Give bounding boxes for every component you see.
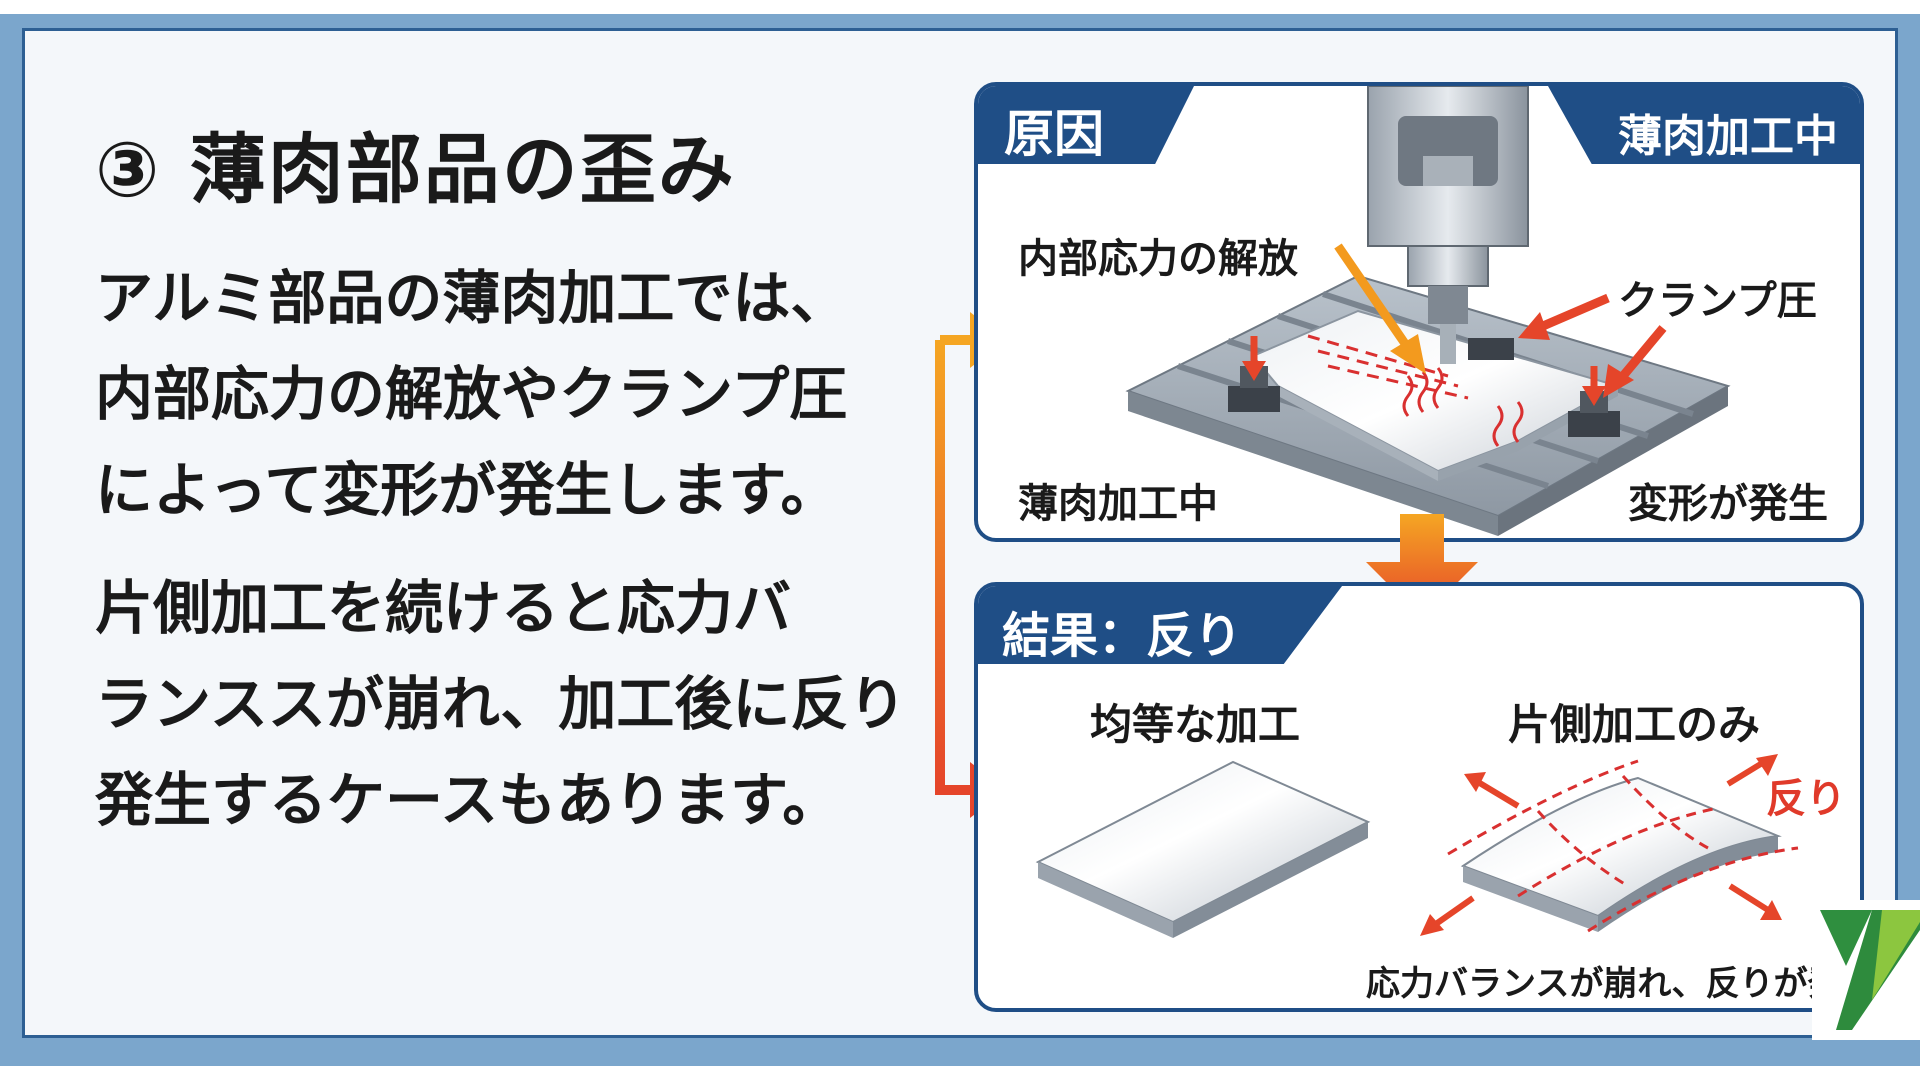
one-side-machining-label: 片側加工のみ bbox=[1508, 700, 1761, 749]
result-panel: 結果：反り 均等な加工 片側加工のみ 反り 応力バランスが崩れ、反りが発 bbox=[974, 582, 1864, 1012]
stress-release-arrow bbox=[1334, 243, 1426, 374]
cause-panel: 原因 薄肉加工中 bbox=[974, 82, 1864, 542]
warped-plate bbox=[1447, 759, 1799, 933]
cause-tab: 原因 bbox=[978, 86, 1194, 164]
clamp-pressure-label: クランプ圧 bbox=[1618, 278, 1817, 324]
result-tab: 結果：反り bbox=[978, 586, 1343, 664]
plates-illustration bbox=[1035, 754, 1799, 938]
warp-arrows bbox=[1420, 754, 1782, 936]
clamp-pressure-arrow-1 bbox=[1518, 293, 1610, 340]
clamp-pressure-arrow-2 bbox=[1603, 325, 1667, 398]
warp-label: 反り bbox=[1766, 776, 1846, 822]
machining-illustration bbox=[1125, 86, 1731, 536]
slide-title: ③ 薄肉部品の歪み bbox=[95, 125, 736, 214]
spindle bbox=[1367, 86, 1529, 364]
flat-plate bbox=[1035, 760, 1371, 938]
processing-tab: 薄肉加工中 bbox=[1548, 86, 1860, 164]
result-caption: 応力バランスが崩れ、反りが発 bbox=[1366, 964, 1842, 1004]
deformation-label: 変形が発生 bbox=[1628, 481, 1828, 527]
cause-to-result-arrow bbox=[1366, 514, 1478, 618]
brand-logo bbox=[1812, 900, 1920, 1040]
body-paragraph-1: アルミ部品の薄肉加工では、 内部応力の解放やクランプ圧 によって変形が発生します… bbox=[95, 264, 849, 524]
stress-release-label: 内部応力の解放 bbox=[1018, 236, 1298, 282]
clamp-down-arrow-left bbox=[1242, 336, 1266, 381]
during-machining-label: 薄肉加工中 bbox=[1018, 481, 1218, 527]
clamp-down-arrow-right bbox=[1582, 366, 1606, 406]
body-paragraph-2: 片側加工を続けると応力バ ランススが崩れ、加工後に反り 発生するケースもあります… bbox=[95, 574, 907, 834]
thin-plate-workpiece bbox=[1251, 309, 1621, 481]
uniform-machining-label: 均等な加工 bbox=[1090, 700, 1301, 749]
clamp-back bbox=[1468, 338, 1514, 360]
